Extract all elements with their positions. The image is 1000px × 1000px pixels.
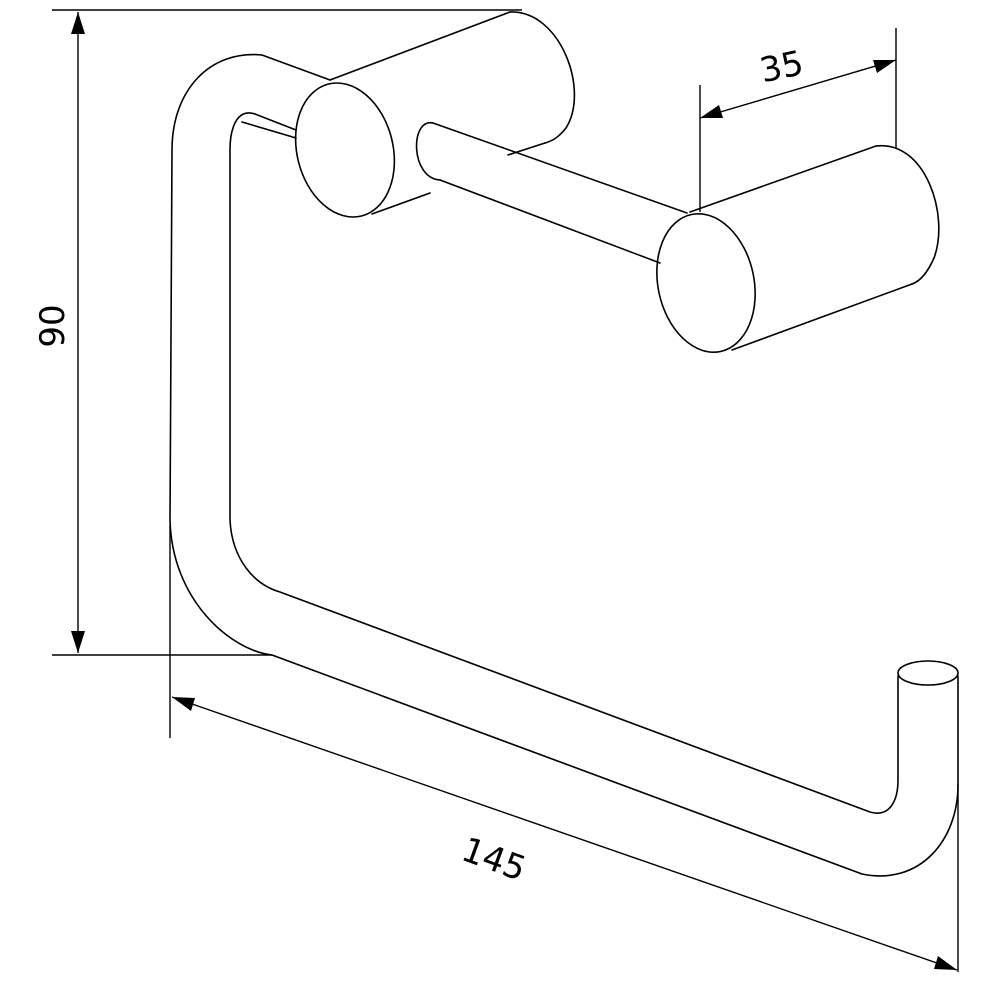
width-arrow-right (934, 956, 957, 970)
depth-dimension-label: 35 (756, 43, 807, 91)
mount-top-edge (329, 11, 511, 81)
depth-arrow-left (700, 105, 723, 118)
arm-inner-contour (229, 112, 899, 814)
rod-top-edge (432, 122, 688, 214)
holder-rod (415, 122, 688, 264)
depth-dimension-line (699, 59, 897, 119)
mount-bottom-edge-right (507, 142, 546, 156)
width-dimension: 145 (169, 525, 959, 972)
wall-mount (294, 11, 576, 218)
right-cap-back-arc (875, 145, 940, 285)
tubular-arm (169, 53, 959, 877)
rod-bottom-edge (439, 179, 661, 264)
depth-arrow-right (873, 60, 896, 73)
height-arrow-bottom (71, 631, 85, 653)
right-cap-face (656, 213, 756, 353)
right-cap-bottom-edge (731, 283, 913, 351)
mount-face (294, 82, 396, 218)
width-dimension-line (171, 696, 958, 971)
arm-inner-top-lower (241, 121, 297, 139)
right-end-cap (656, 145, 940, 353)
end-post-top (897, 660, 959, 686)
height-dimension-label: 90 (33, 304, 73, 347)
mount-bottom-edge (371, 192, 431, 215)
height-dimension: 90 (33, 9, 522, 656)
width-arrow-left (172, 697, 195, 711)
depth-dimension: 35 (699, 28, 897, 212)
height-arrow-top (71, 12, 85, 34)
right-cap-top-edge (689, 145, 877, 213)
arm-outer-contour (169, 53, 959, 877)
mount-back-arc (509, 11, 576, 144)
rod-start-cap (415, 122, 441, 181)
width-dimension-label: 145 (456, 830, 531, 890)
